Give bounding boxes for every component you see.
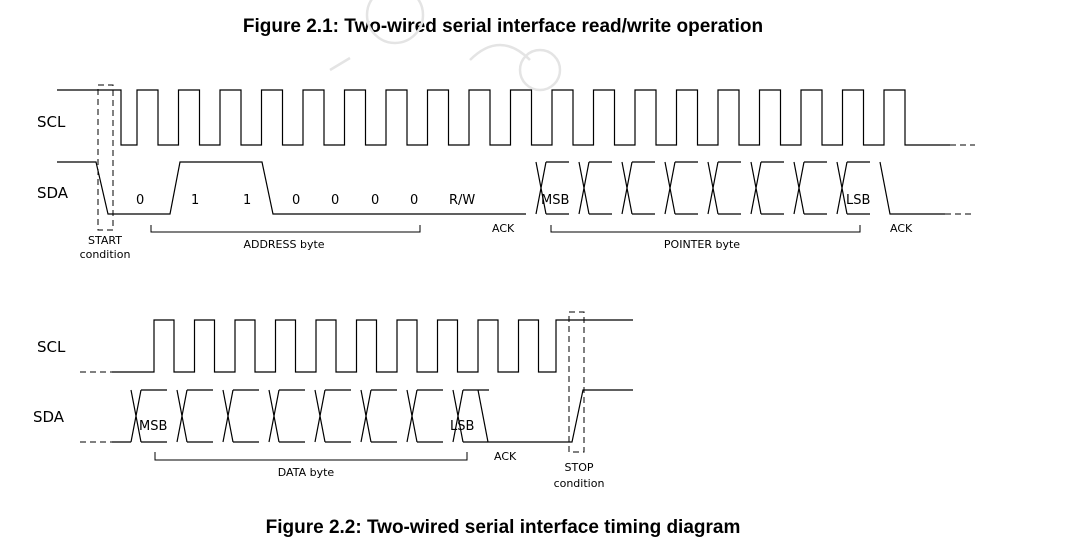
fig1-address-byte-label: ADDRESS byte (243, 238, 324, 251)
figure-1: SCL SDA 0 1 1 0 0 0 0 R/W MSB LSB ACK ACK STAR… (37, 84, 975, 261)
watermark (329, 0, 562, 92)
fig1-address-bit: 0 (292, 193, 300, 208)
fig1-scl-waveform (57, 89, 950, 146)
fig2-data-bracket (154, 452, 468, 461)
fig1-start-label-1: START (88, 234, 122, 247)
figure-2-caption: Figure 2.2: Two-wired serial interface t… (265, 517, 741, 538)
fig1-address-bracket (150, 225, 421, 233)
fig1-ack1-label: ACK (492, 222, 515, 235)
fig2-stop-marker (568, 311, 585, 453)
fig2-lsb-label: LSB (450, 419, 474, 434)
fig1-msb-label: MSB (541, 193, 569, 208)
fig1-lsb-label: LSB (846, 193, 870, 208)
fig1-rw-label: R/W (449, 193, 475, 208)
fig1-start-label-2: condition (80, 248, 131, 261)
fig2-scl-waveform (112, 319, 633, 373)
fig1-ack2-label: ACK (890, 222, 913, 235)
figure-2: SCL SDA MSB LSB ACK DATA byte STOP condi… (33, 311, 633, 490)
fig1-sda-waveform (57, 161, 945, 215)
fig2-sda-waveform (112, 389, 633, 443)
fig1-address-bit: 0 (371, 193, 379, 208)
fig2-data-byte-label: DATA byte (278, 466, 335, 479)
fig2-scl-label: SCL (37, 338, 66, 356)
fig1-address-bits: 0 1 1 0 0 0 0 (136, 193, 418, 208)
fig1-address-bit: 1 (243, 193, 251, 208)
fig1-start-marker (97, 84, 114, 231)
fig1-address-bit: 0 (136, 193, 144, 208)
fig2-sda-label: SDA (33, 408, 65, 426)
fig1-pointer-byte-label: POINTER byte (664, 238, 740, 251)
fig1-address-bit: 1 (191, 193, 199, 208)
fig2-ack-label: ACK (494, 450, 517, 463)
fig1-sda-label: SDA (37, 184, 69, 202)
fig2-stop-label-2: condition (554, 477, 605, 490)
fig2-stop-label-1: STOP (565, 461, 594, 474)
fig1-address-bit: 0 (410, 193, 418, 208)
fig1-pointer-bracket (550, 225, 861, 233)
fig1-scl-label: SCL (37, 113, 66, 131)
fig2-msb-label: MSB (139, 419, 167, 434)
fig1-address-bit: 0 (331, 193, 339, 208)
